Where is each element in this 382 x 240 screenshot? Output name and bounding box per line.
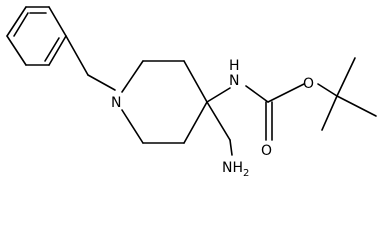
double-bond-benzene-left [13,12,29,37]
bond-c4-c5 [183,101,208,144]
bond-tbu-me-right [336,95,377,117]
bond-c3-c4 [183,60,208,103]
bond-n-c2 [121,60,144,93]
bond-benzene-5 [6,35,27,66]
bond-oester-tbu [317,83,338,97]
bond-tbu-me-down [321,95,338,131]
atom-h-carbamate: H [229,58,240,74]
atom-o-carbonyl: O [261,143,272,159]
atom-nh2-subscript: 2 [243,168,249,179]
atom-n-piperidine: N [111,95,121,111]
atom-n-carbamate: N [229,73,239,89]
bond-c4-ch2 [206,101,231,141]
bond-benzene-6 [6,6,27,37]
bond-benzene-3 [48,35,67,66]
atom-nh2: NH2 [222,160,249,179]
bond-ch2-nh2 [229,139,233,156]
double-bond-benzene-right [44,37,60,62]
atom-nh2-main: NH [222,160,243,176]
chemical-structure: N N H O O NH2 [6,6,377,179]
piperidine-ring [121,60,208,144]
bond-c6-n [121,109,144,144]
bond-benzene-2 [48,6,67,37]
bond-carbonyl-oester [267,83,305,103]
bond-nh-carbonyl [245,85,269,103]
bond-c4-nh [206,87,231,103]
bond-ch2-n [87,74,116,91]
atom-o-ester: O [303,76,314,92]
bond-ring-ch2 [65,35,89,76]
bond-tbu-me-up [336,57,356,97]
benzene-ring [6,6,67,66]
